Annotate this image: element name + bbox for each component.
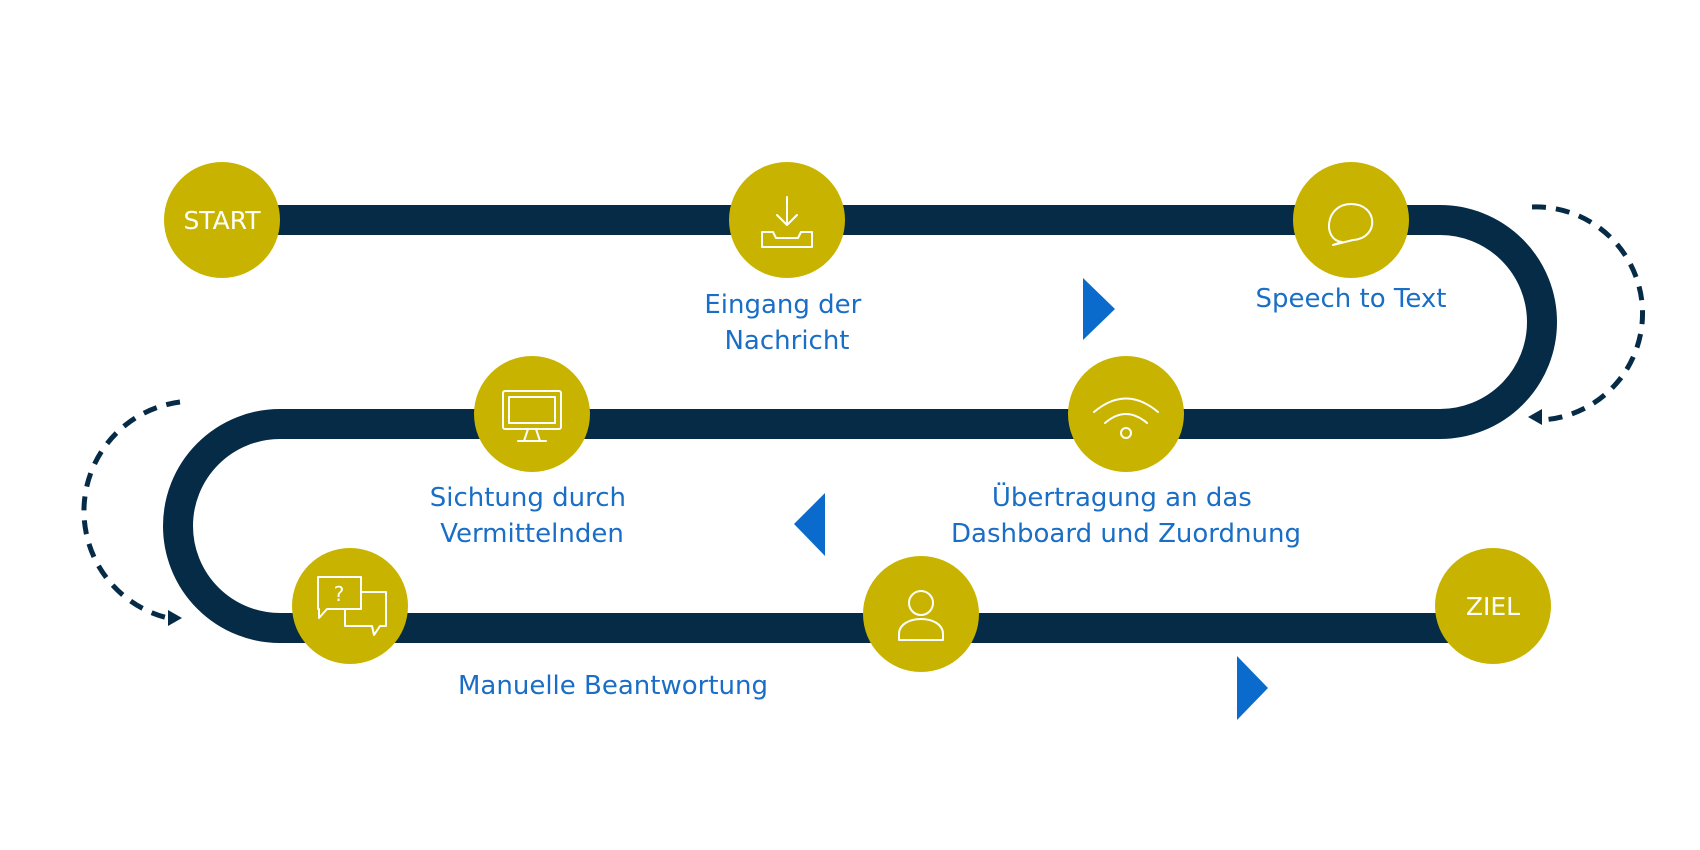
svg-text:?: ? (334, 582, 345, 606)
label-sichtung: Sichtung durch Vermittelnden (430, 483, 635, 549)
user-node (863, 556, 979, 672)
monitor-node (474, 356, 590, 472)
ziel-node: ZIEL (1435, 548, 1551, 664)
direction-arrow-left (794, 493, 825, 556)
dashed-turn-arrow-right (1531, 204, 1646, 423)
user-icon (898, 590, 944, 641)
question-chat-icon: ? (317, 576, 387, 636)
inbox-download-icon (761, 196, 813, 248)
dashed-turn-arrow-left (81, 399, 181, 621)
label-manuelle-beantwortung: Manuelle Beantwortung (458, 671, 768, 701)
process-track (163, 205, 1557, 643)
monitor-icon (502, 390, 562, 442)
start-label: START (183, 206, 261, 235)
wifi-icon (1093, 397, 1159, 439)
dashed-turn-arrowhead-left (168, 610, 182, 626)
start-node: START (164, 162, 280, 278)
speech-node (1293, 162, 1409, 278)
label-eingang: Eingang der Nachricht (704, 290, 869, 356)
label-speech-to-text: Speech to Text (1256, 284, 1447, 314)
dashed-turn-arrowhead-right (1528, 409, 1542, 425)
ziel-label: ZIEL (1466, 592, 1520, 621)
speech-bubble-icon (1328, 203, 1374, 246)
wifi-node (1068, 356, 1184, 472)
inbox-node (729, 162, 845, 278)
chat-node: ? (292, 548, 408, 664)
direction-arrow-right-2 (1237, 656, 1268, 720)
direction-arrow-right-1 (1083, 278, 1115, 340)
label-uebertragung: Übertragung an das Dashboard und Zuordnu… (951, 481, 1301, 549)
